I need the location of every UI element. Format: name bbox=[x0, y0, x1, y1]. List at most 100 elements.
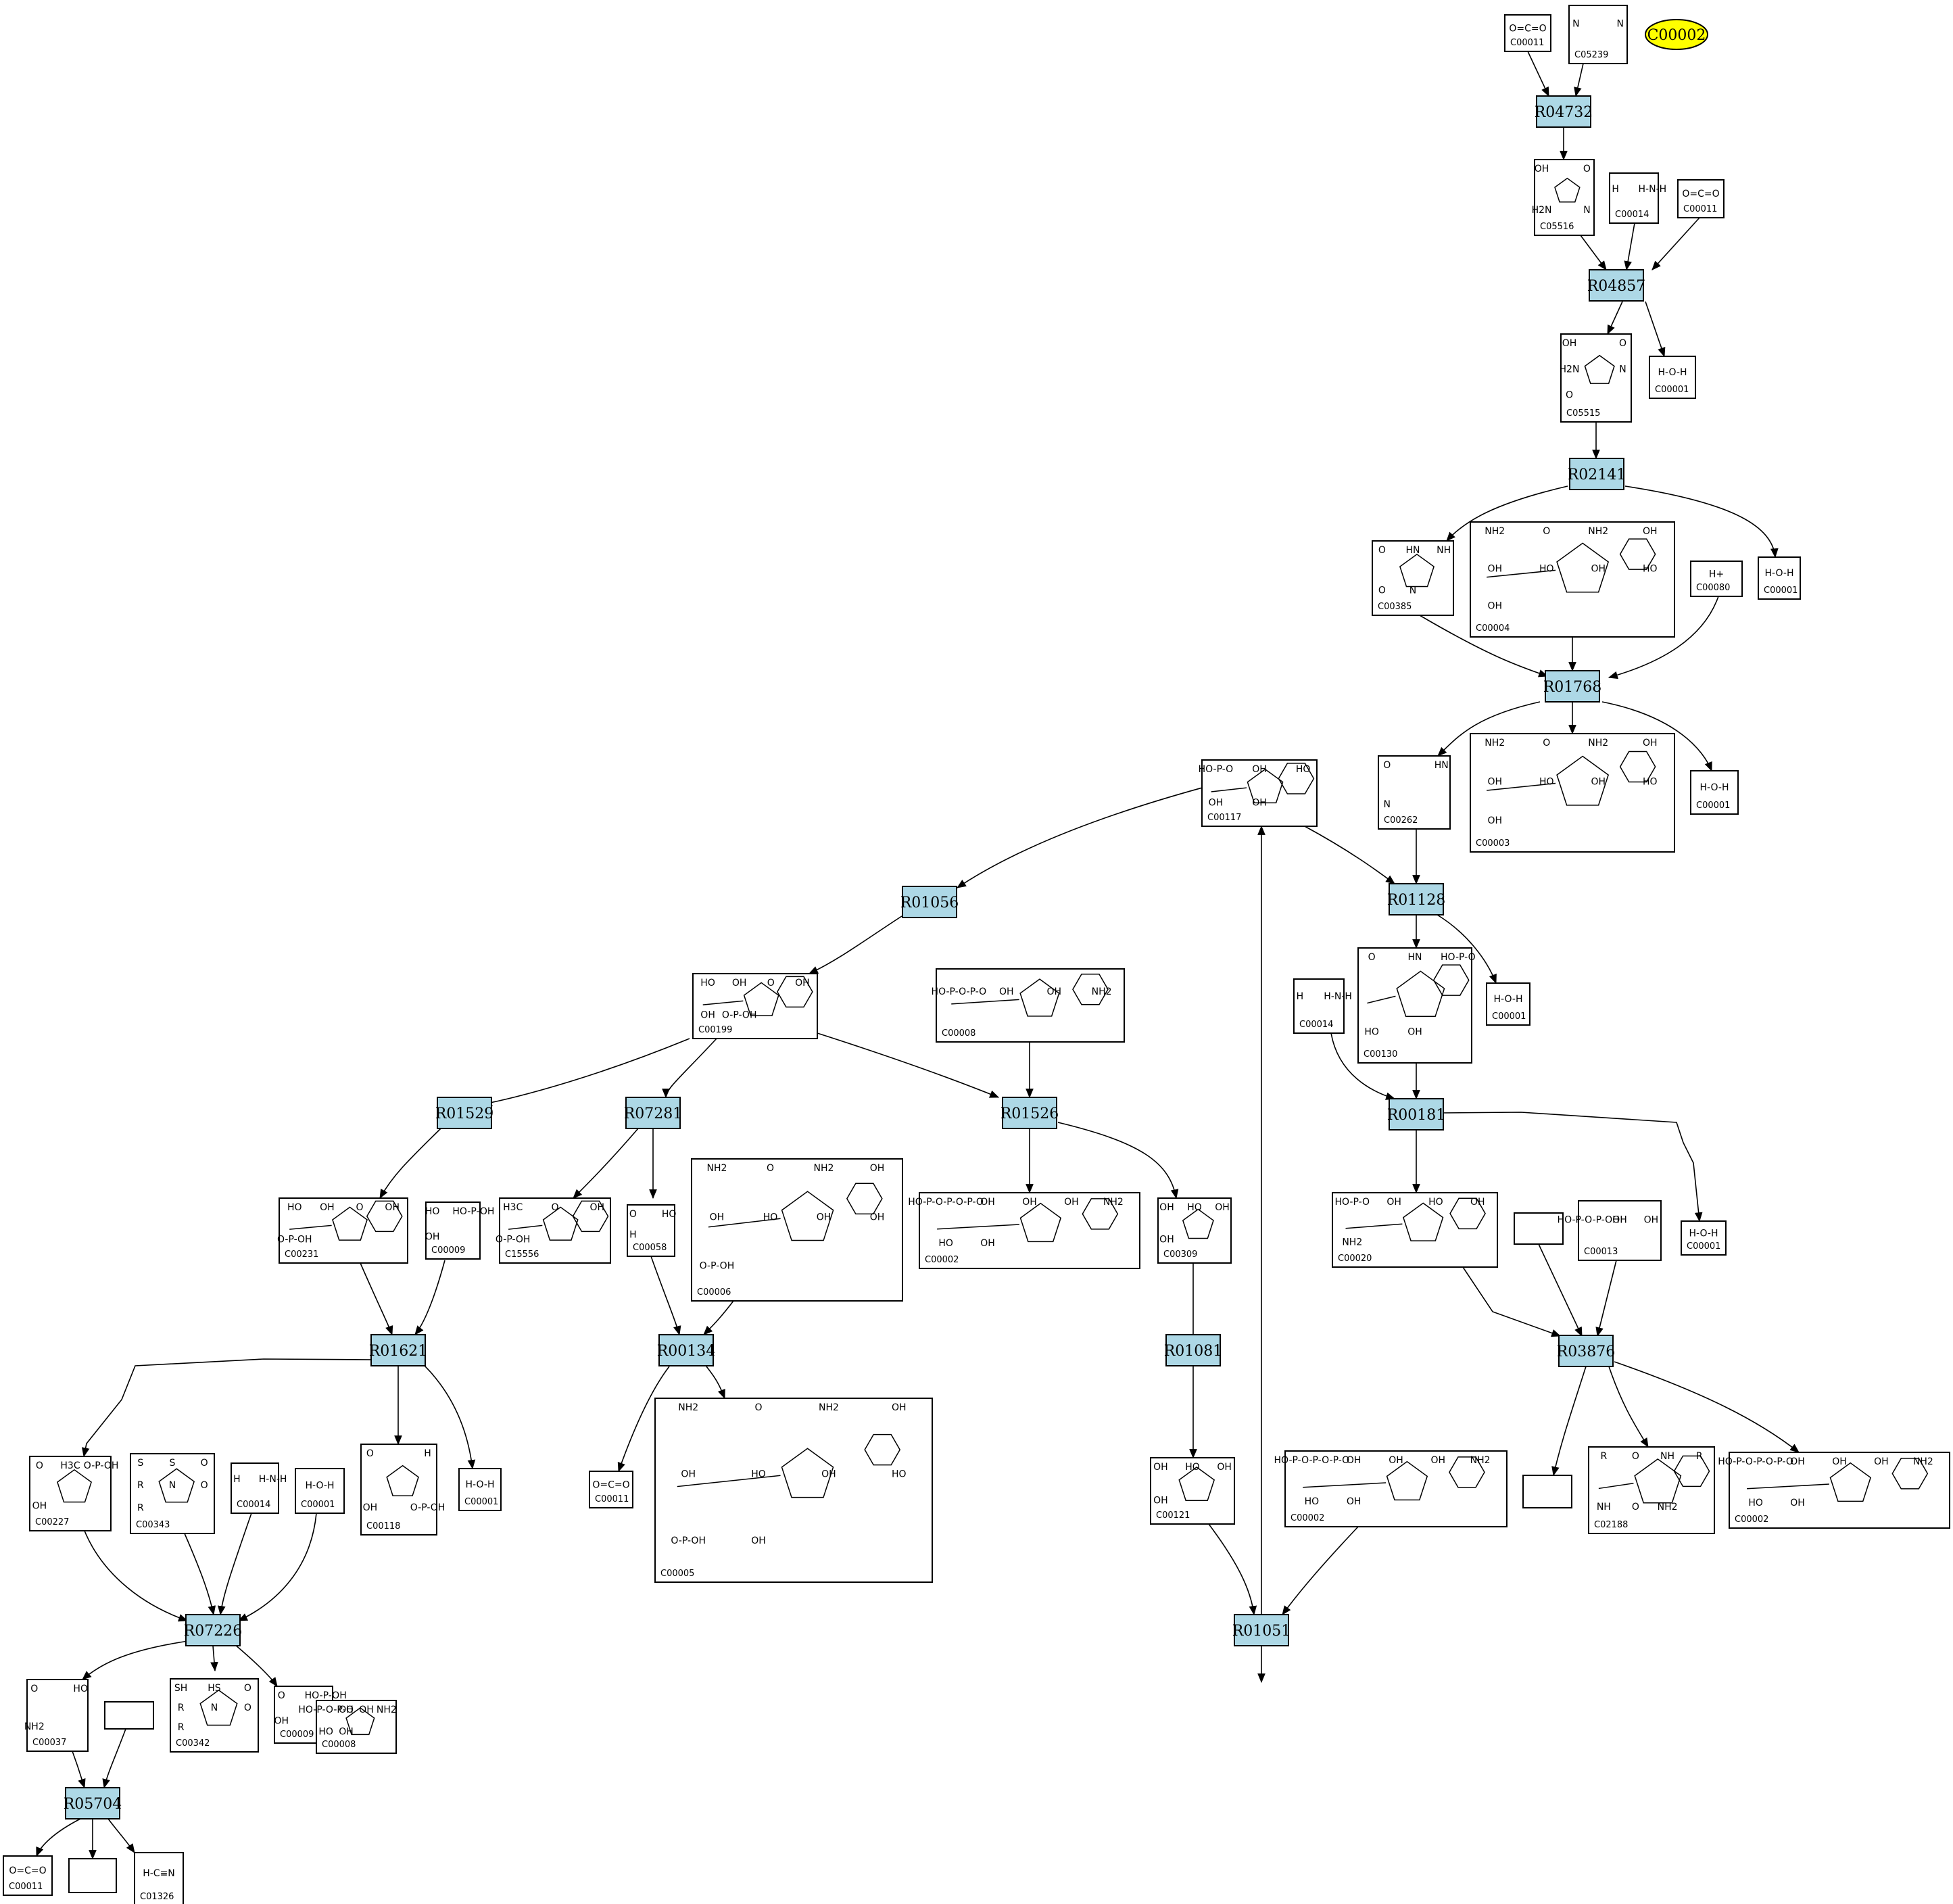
edge-arrow bbox=[650, 1256, 681, 1336]
atom-label: OH bbox=[1153, 1495, 1168, 1506]
reaction-node[interactable]: R01529 bbox=[435, 1097, 494, 1129]
edge-arrow bbox=[234, 1644, 278, 1687]
edge-arrow bbox=[237, 1513, 317, 1621]
atom-label: OH bbox=[274, 1715, 289, 1726]
compound-id: C00009 bbox=[431, 1245, 465, 1256]
atom-label: O bbox=[1632, 1502, 1639, 1513]
atom-label: O-P-OH bbox=[410, 1502, 445, 1513]
atom-label: H bbox=[1612, 184, 1619, 195]
atom-label: OH bbox=[1790, 1456, 1805, 1467]
edge-arrow bbox=[1438, 1112, 1703, 1222]
reaction-node[interactable]: R01768 bbox=[1543, 670, 1602, 703]
reaction-node[interactable]: R03876 bbox=[1557, 1335, 1616, 1367]
reaction-node[interactable]: R04732 bbox=[1535, 95, 1593, 128]
atom-label: OH bbox=[339, 1726, 354, 1737]
ring-bond bbox=[1082, 1198, 1119, 1230]
reaction-node[interactable]: R00134 bbox=[657, 1334, 716, 1366]
special-node[interactable]: C00002 bbox=[1645, 19, 1708, 50]
edge-arrow bbox=[1527, 51, 1549, 97]
reaction-node[interactable]: R05704 bbox=[64, 1787, 122, 1819]
reaction-node[interactable]: R01051 bbox=[1232, 1614, 1291, 1646]
reaction-node[interactable]: R04857 bbox=[1587, 269, 1646, 302]
atom-label: HO bbox=[1539, 563, 1554, 574]
compound-node[interactable] bbox=[1514, 1212, 1564, 1245]
atom-label: HO bbox=[1187, 1202, 1202, 1213]
compound-node[interactable]: H+C00080 bbox=[1690, 561, 1743, 597]
reaction-node[interactable]: R00181 bbox=[1387, 1098, 1446, 1130]
reaction-node[interactable]: R01621 bbox=[369, 1334, 428, 1366]
edge-arrow bbox=[1538, 1243, 1583, 1337]
reaction-node[interactable]: R02141 bbox=[1568, 458, 1626, 490]
structure-drawing: H-O-H bbox=[466, 1479, 495, 1490]
edge-arrow bbox=[102, 1728, 126, 1789]
reaction-node[interactable]: R01081 bbox=[1164, 1334, 1223, 1366]
reaction-node[interactable]: R07226 bbox=[184, 1614, 243, 1646]
compound-node[interactable] bbox=[68, 1858, 117, 1893]
ring-bond bbox=[1673, 1455, 1710, 1488]
atom-label: OH bbox=[892, 1402, 907, 1413]
atom-label: HO-P-O bbox=[1334, 1197, 1370, 1208]
reaction-node[interactable]: R01526 bbox=[1000, 1097, 1059, 1129]
reaction-node[interactable]: R01128 bbox=[1387, 883, 1446, 915]
compound-id: C00011 bbox=[595, 1494, 629, 1504]
edge-arrow bbox=[817, 1032, 1000, 1098]
atom-label: HO bbox=[1748, 1498, 1763, 1508]
reaction-node[interactable]: R07281 bbox=[624, 1097, 683, 1129]
compound-node[interactable] bbox=[1522, 1475, 1572, 1508]
edge-arrow bbox=[1437, 701, 1541, 757]
compound-id: C00001 bbox=[1492, 1012, 1526, 1022]
ring-bond bbox=[1619, 751, 1656, 783]
compound-node[interactable] bbox=[104, 1701, 154, 1730]
reaction-node[interactable]: R01056 bbox=[900, 886, 959, 918]
